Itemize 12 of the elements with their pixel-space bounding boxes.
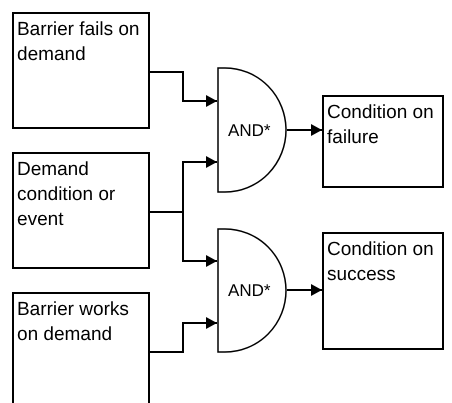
text-box: Barrier works on demand [12, 292, 150, 403]
text-box: Condition on failure [322, 95, 444, 188]
text-box: Demand condition or event [12, 152, 150, 269]
connector-arrow [150, 211, 217, 267]
gate-label: AND* [228, 122, 271, 138]
text-box: Barrier fails on demand [12, 12, 150, 129]
connector-arrow [287, 124, 322, 136]
connector-arrow [150, 317, 217, 353]
connector-arrow [150, 71, 217, 107]
gate-label: AND* [228, 282, 271, 299]
connector-arrow [287, 284, 322, 296]
text-box: Condition on success [322, 232, 444, 350]
